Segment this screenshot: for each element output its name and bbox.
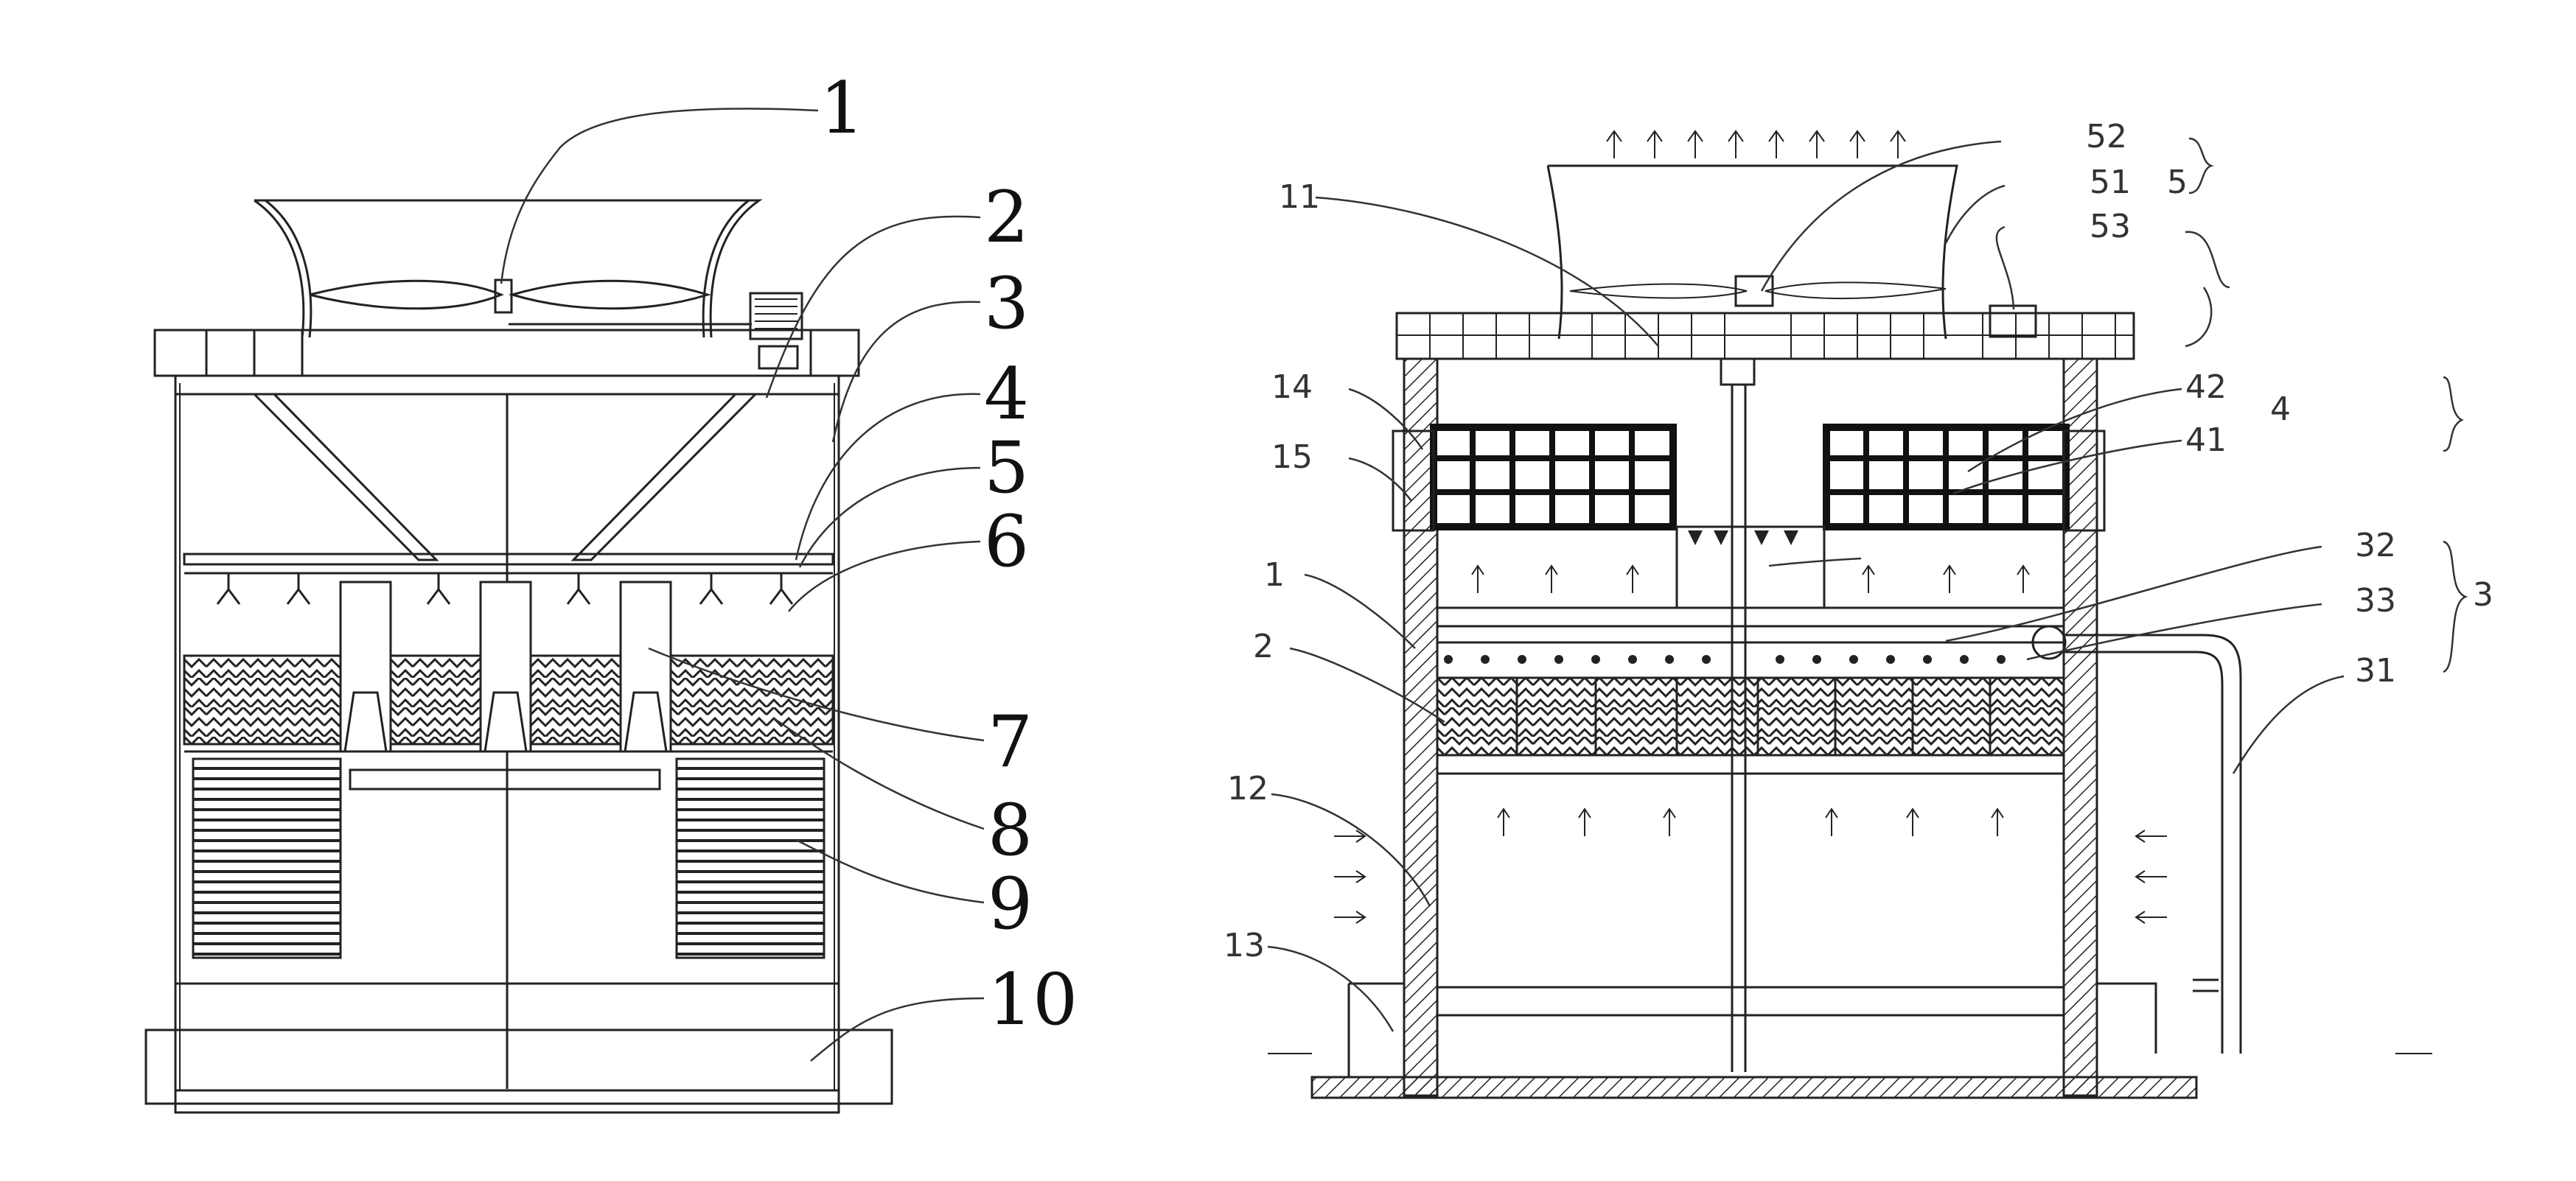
label-41: 41 — [2185, 421, 2227, 459]
air-inlet-louver-left — [192, 757, 342, 959]
label-13: 13 — [1224, 927, 1265, 964]
distribution-columns — [339, 581, 672, 753]
left-label-7: 7 — [988, 701, 1033, 783]
fan-motor — [749, 292, 803, 340]
top-deck — [153, 329, 860, 377]
updraft-arrows — [1471, 564, 2030, 836]
label-5: 5 — [2167, 164, 2188, 201]
spray-nozzle-row — [1444, 655, 2006, 664]
drift-eliminator-right — [570, 393, 758, 561]
left-label-3: 3 — [984, 262, 1029, 345]
cold-water-basin — [144, 1028, 893, 1105]
right-leader-lines — [1267, 137, 2468, 1032]
left-label-10: 10 — [988, 959, 1078, 1041]
label-11: 11 — [1279, 178, 1320, 216]
left-cooling-tower — [144, 199, 893, 1114]
spray-header — [183, 553, 834, 566]
drift-eliminator-left — [251, 393, 439, 561]
coil-bundles — [1430, 424, 2070, 530]
fan-hub — [494, 278, 513, 314]
tower-casing — [174, 374, 840, 1114]
label-32: 32 — [2355, 527, 2396, 564]
fan-motor — [1989, 304, 2037, 338]
side-inlet-arrows — [1334, 830, 2167, 924]
inlet-pipe — [2064, 634, 2242, 1054]
label-42: 42 — [2185, 368, 2227, 406]
fan-blades — [309, 279, 712, 310]
left-label-8: 8 — [988, 789, 1033, 872]
exhaust-arrows — [1606, 130, 1906, 158]
left-label-6: 6 — [984, 500, 1029, 583]
left-label-9: 9 — [988, 863, 1033, 945]
spray-nozzles — [216, 573, 794, 605]
fan-blades — [1569, 281, 1947, 300]
foundation — [1310, 1076, 2198, 1099]
label-2: 2 — [1253, 628, 1274, 665]
spray-pipe — [1436, 625, 2065, 644]
air-inlet-louver-right — [675, 757, 825, 959]
center-baffle — [1675, 525, 1826, 609]
basin-rim — [1347, 982, 2157, 1077]
left-label-5: 5 — [984, 427, 1029, 509]
left-label-4: 4 — [984, 353, 1029, 435]
right-part-labels: 52 51 5 53 11 14 15 42 4 41 1 2 32 33 3 … — [1224, 118, 2493, 964]
label-12: 12 — [1227, 770, 1268, 807]
label-15: 15 — [1271, 438, 1313, 476]
left-label-1: 1 — [820, 67, 865, 150]
label-3: 3 — [2473, 576, 2493, 614]
collector-trough — [349, 768, 661, 791]
left-label-2: 2 — [984, 176, 1029, 259]
left-leader-lines — [500, 108, 985, 1062]
label-52: 52 — [2086, 118, 2127, 155]
right-cooling-tower — [1268, 130, 2432, 1099]
side-inlet-right — [2062, 430, 2106, 532]
label-1: 1 — [1264, 556, 1285, 594]
label-51: 51 — [2090, 164, 2131, 201]
left-part-labels: 1 2 3 4 5 6 7 8 9 10 — [820, 67, 1078, 1041]
label-31: 31 — [2355, 652, 2396, 690]
label-33: 33 — [2355, 582, 2396, 620]
fill-packing — [1436, 676, 2065, 757]
label-53: 53 — [2090, 208, 2131, 245]
label-4: 4 — [2270, 390, 2291, 428]
label-14: 14 — [1271, 368, 1313, 406]
fan-stack — [254, 199, 763, 338]
fan-cylinder — [1546, 164, 1958, 340]
